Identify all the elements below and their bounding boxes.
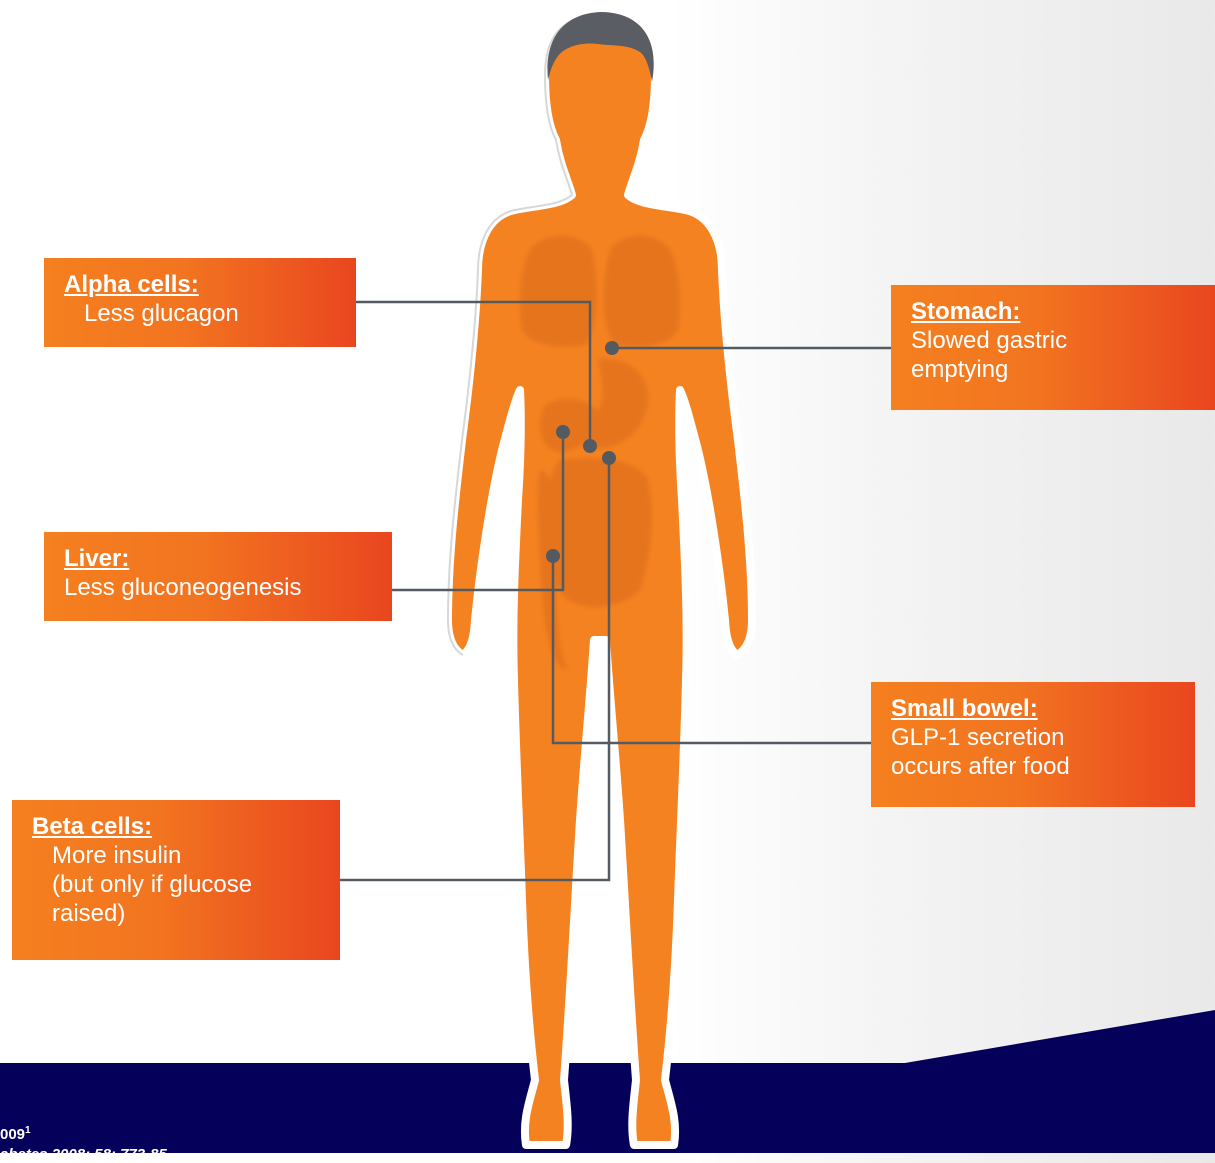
liver-text: Less gluconeogenesis <box>64 573 372 602</box>
beta-cells-text-1: More insulin <box>32 841 320 870</box>
stomach-text-2: emptying <box>911 355 1195 384</box>
dot-stomach <box>605 341 619 355</box>
beta-cells-text-2: (but only if glucose <box>32 870 320 899</box>
dot-alpha <box>583 439 597 453</box>
reference-line-1: 0091 <box>0 1125 31 1143</box>
stomach-title: Stomach: <box>911 297 1195 326</box>
small-bowel-text-1: GLP-1 secretion <box>891 723 1175 752</box>
liver-title: Liver: <box>64 544 372 573</box>
stomach-text-1: Slowed gastric <box>911 326 1195 355</box>
stomach-label: Stomach: Slowed gastric emptying <box>891 285 1215 410</box>
liver-label: Liver: Less gluconeogenesis <box>44 532 392 621</box>
small-bowel-title: Small bowel: <box>891 694 1175 723</box>
alpha-cells-title: Alpha cells: <box>64 270 336 299</box>
small-bowel-text-2: occurs after food <box>891 752 1175 781</box>
beta-cells-label: Beta cells: More insulin (but only if gl… <box>12 800 340 960</box>
dot-bowel <box>546 549 560 563</box>
reference-line-1-text: 009 <box>0 1126 25 1143</box>
human-body <box>448 12 752 1145</box>
reference-line-2: abetes 2008; 58: 773-85 <box>0 1146 167 1163</box>
dot-liver <box>556 425 570 439</box>
beta-cells-text-3: raised) <box>32 899 320 928</box>
alpha-cells-text: Less glucagon <box>64 299 336 328</box>
small-bowel-label: Small bowel: GLP-1 secretion occurs afte… <box>871 682 1195 807</box>
reference-superscript: 1 <box>25 1125 31 1136</box>
dot-beta <box>602 451 616 465</box>
alpha-cells-label: Alpha cells: Less glucagon <box>44 258 356 347</box>
footer-band <box>0 1010 1215 1153</box>
beta-cells-title: Beta cells: <box>32 812 320 841</box>
